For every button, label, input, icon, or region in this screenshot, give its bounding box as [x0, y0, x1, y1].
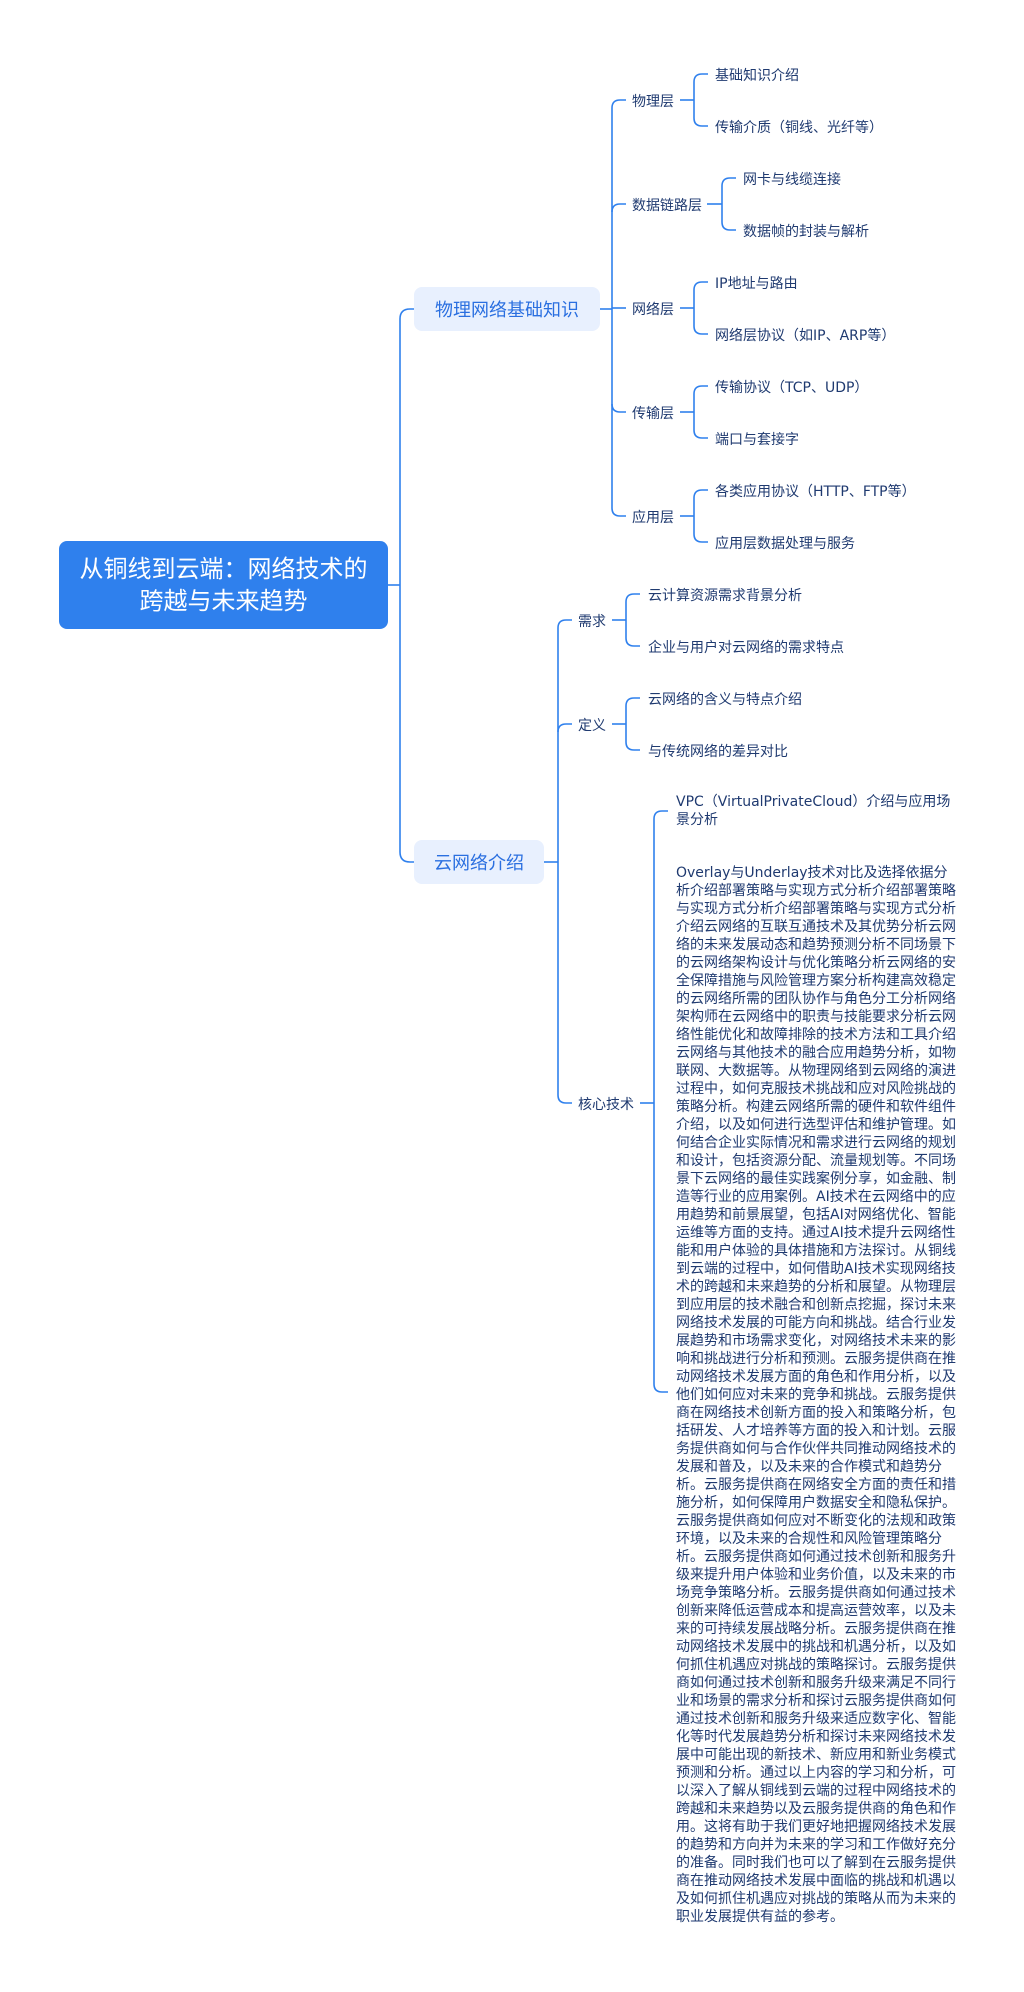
branch-cloud-network[interactable]: 云网络介绍 — [414, 840, 544, 884]
connector-line — [557, 619, 572, 629]
connector-line — [693, 489, 708, 499]
branch-label: 云网络介绍 — [434, 853, 524, 874]
connector-line — [625, 637, 640, 647]
node-definition[interactable]: 定义 — [578, 718, 606, 734]
leaf-user-demand-features[interactable]: 企业与用户对云网络的需求特点 — [648, 640, 844, 656]
leaf-app-data-services[interactable]: 应用层数据处理与服务 — [715, 536, 855, 552]
root-node[interactable]: 从铜线到云端：网络技术的跨越与未来趋势 — [59, 541, 388, 629]
leaf-cloud-demand-background[interactable]: 云计算资源需求背景分析 — [648, 588, 802, 604]
connector-line — [721, 221, 736, 231]
leaf-vpc-intro[interactable]: VPC（VirtualPrivateCloud）介绍与应用场景分析 — [676, 794, 951, 828]
leaf-frame-encapsulation[interactable]: 数据帧的封装与解析 — [743, 224, 869, 240]
connector-line — [625, 697, 640, 707]
node-transport-layer[interactable]: 传输层 — [632, 406, 674, 422]
connector-line — [557, 1094, 572, 1104]
connector-line — [399, 851, 414, 863]
connector-line — [693, 325, 708, 335]
connector-line — [557, 723, 572, 733]
connector-line — [693, 533, 708, 543]
leaf-ports-sockets[interactable]: 端口与套接字 — [715, 432, 799, 448]
leaf-nic-cable[interactable]: 网卡与线缆连接 — [743, 172, 841, 188]
node-core-tech[interactable]: 核心技术 — [578, 1097, 634, 1113]
connector-line — [625, 593, 640, 603]
connector-line — [693, 385, 708, 395]
connector-line — [693, 73, 708, 83]
connector-line — [611, 507, 626, 517]
node-application-layer[interactable]: 应用层 — [632, 510, 674, 526]
node-datalink-layer[interactable]: 数据链路层 — [632, 198, 702, 214]
branch-physical-network[interactable]: 物理网络基础知识 — [414, 287, 600, 331]
connector-line — [653, 810, 668, 820]
leaf-basic-intro[interactable]: 基础知识介绍 — [715, 68, 799, 84]
leaf-network-protocols[interactable]: 网络层协议（如IP、ARP等） — [715, 328, 896, 344]
leaf-app-protocols[interactable]: 各类应用协议（HTTP、FTP等） — [715, 484, 916, 500]
connector-line — [611, 203, 626, 213]
branch-label: 物理网络基础知识 — [435, 300, 579, 321]
leaf-traditional-comparison[interactable]: 与传统网络的差异对比 — [648, 744, 788, 760]
connector-line — [611, 99, 626, 109]
leaf-overlay-underlay-analysis[interactable]: Overlay与Underlay技术对比及选择依据分析介绍部署策略与实现方式分析… — [676, 865, 956, 1925]
connector-line — [693, 117, 708, 127]
leaf-cloud-definition[interactable]: 云网络的含义与特点介绍 — [648, 692, 802, 708]
connector-line — [721, 177, 736, 187]
connector-line — [399, 308, 414, 320]
node-demand[interactable]: 需求 — [578, 614, 606, 630]
leaf-ip-routing[interactable]: IP地址与路由 — [715, 276, 798, 292]
leaf-transport-protocols[interactable]: 传输协议（TCP、UDP） — [715, 380, 869, 396]
node-physical-layer[interactable]: 物理层 — [632, 94, 674, 110]
node-network-layer[interactable]: 网络层 — [632, 302, 674, 318]
connector-line — [693, 281, 708, 291]
connector-line — [611, 403, 626, 413]
connector-line — [693, 429, 708, 439]
connector-line — [653, 1383, 668, 1393]
leaf-transmission-media[interactable]: 传输介质（铜线、光纤等） — [715, 120, 883, 136]
root-title: 从铜线到云端：网络技术的跨越与未来趋势 — [79, 555, 368, 615]
connector-line — [625, 741, 640, 751]
